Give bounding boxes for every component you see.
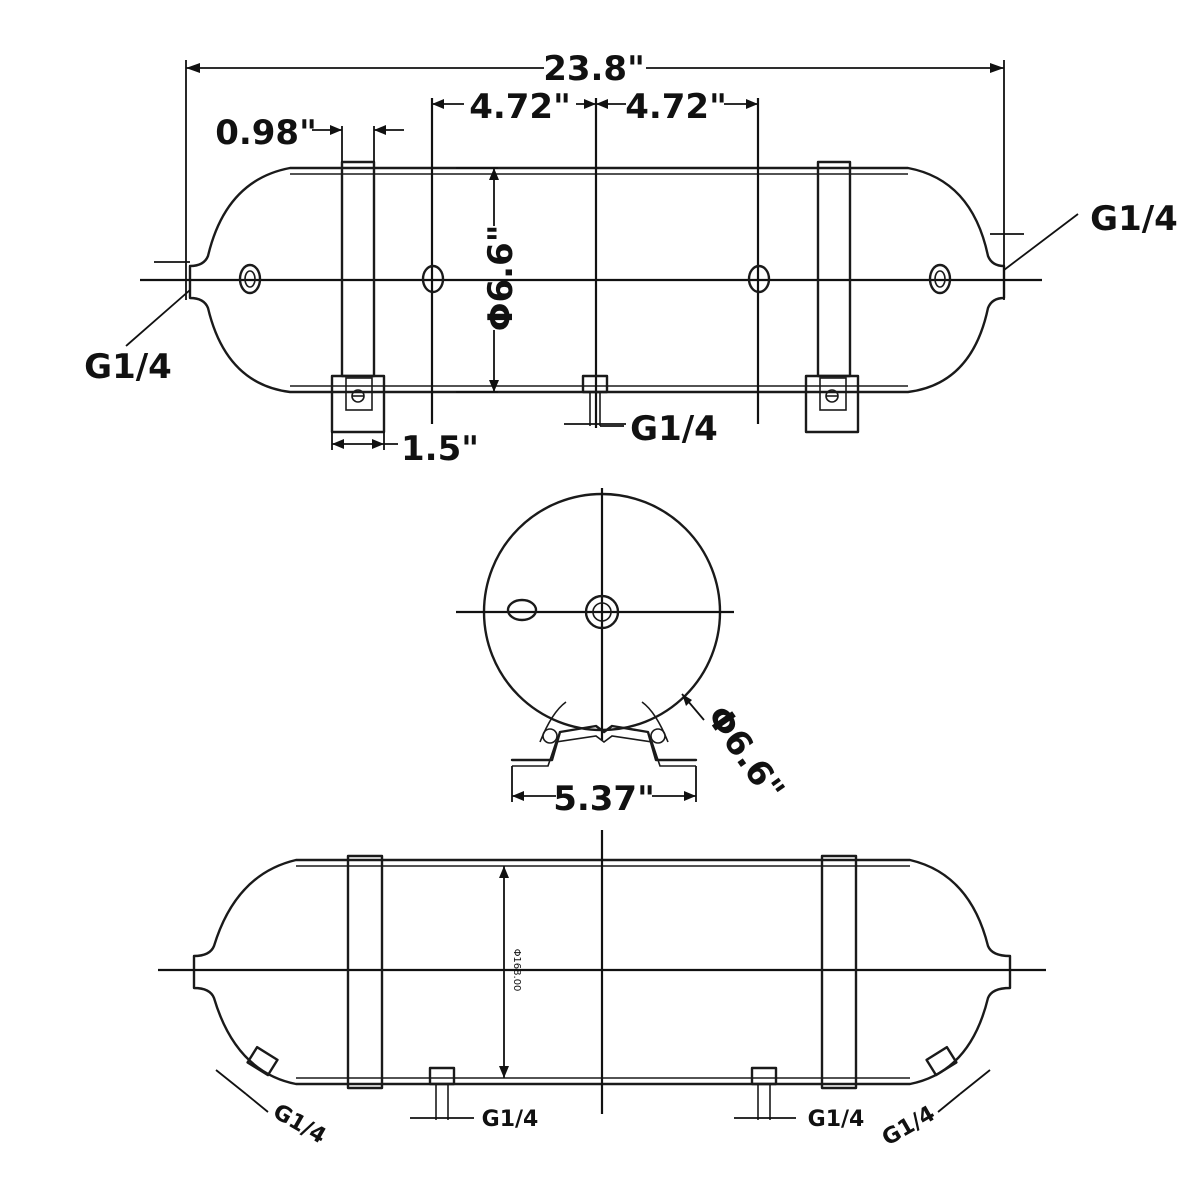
label-port-bottom-center: G1/4 [630, 409, 718, 449]
strap-right [816, 160, 852, 378]
bottom-port-3 [246, 1045, 279, 1077]
dim-port-spacing-right: 4.72" [625, 87, 727, 127]
side-view: 23.8" 4.72" 4.72" 0.98" Φ6.6" 1.5" [84, 49, 1178, 469]
dim-port-spacing-left: 4.72" [469, 87, 571, 127]
end-view-offset-port [506, 598, 538, 622]
bottom-strap-right [820, 854, 858, 1090]
dim-bracket-width: 1.5" [401, 429, 479, 469]
dim-overall-length: 23.8" [543, 49, 645, 89]
bottom-view: Φ168.00 G1/4 G1/4 G1/4 G1/4 [158, 830, 1046, 1151]
dim-inner-diameter: Φ168.00 [511, 949, 522, 992]
port-circle-1 [238, 263, 262, 295]
label-bottom-port-4: G1/4 [878, 1101, 940, 1151]
port-circle-4 [928, 263, 952, 295]
bottom-strap-left [346, 854, 384, 1090]
end-view-center-port [584, 594, 620, 630]
tank-outline-bottom [192, 858, 1012, 1086]
dim-bracket-span: 5.37" [553, 779, 655, 819]
label-port-left-end: G1/4 [84, 347, 172, 387]
label-bottom-port-3: G1/4 [268, 1099, 330, 1149]
end-view-bracket [510, 724, 698, 762]
dim-strap-width: 0.98" [215, 113, 317, 153]
label-bottom-port-1: G1/4 [482, 1107, 539, 1132]
bottom-port-side [581, 374, 609, 394]
bottom-port-2 [750, 1066, 778, 1086]
port-circle-3 [747, 264, 771, 294]
bottom-port-4 [925, 1045, 958, 1077]
strap-left [340, 160, 376, 378]
tank-outline-top [188, 166, 1006, 394]
dim-diameter-side: Φ6.6" [481, 225, 521, 332]
bottom-port-1 [428, 1066, 456, 1086]
bracket-right [804, 374, 860, 434]
bracket-left [330, 374, 386, 434]
end-view: 5.37" Φ6.6" [456, 488, 792, 819]
label-bottom-port-2: G1/4 [808, 1107, 865, 1132]
port-circle-2 [421, 264, 445, 294]
dim-diameter-end: Φ6.6" [698, 698, 792, 808]
label-port-right-end: G1/4 [1090, 199, 1178, 239]
